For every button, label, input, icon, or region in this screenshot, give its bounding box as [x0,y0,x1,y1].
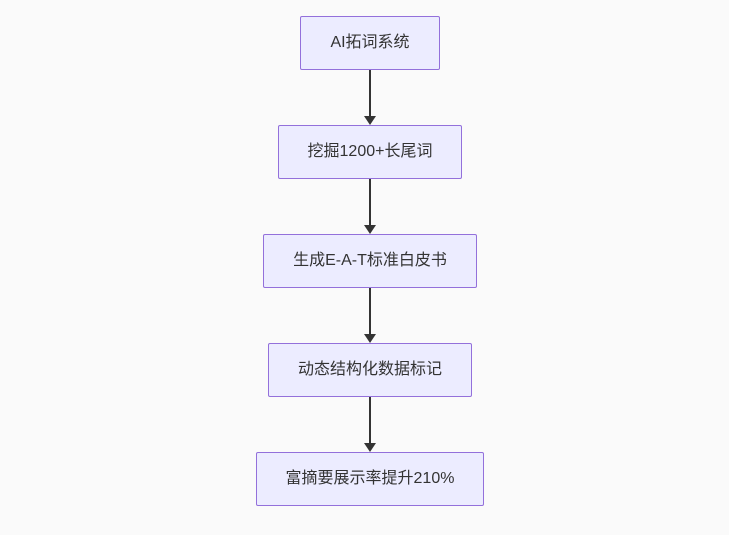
flowchart: AI拓词系统 挖掘1200+长尾词 生成E-A-T标准白皮书 动态结构化数据标记 [11,0,729,506]
flow-node-longtail-mining: 挖掘1200+长尾词 [277,125,463,179]
flow-node-ai-word-expansion: AI拓词系统 [300,16,440,70]
arrow-down-icon [364,397,376,452]
flow-node-rich-snippet-uplift: 富摘要展示率提升210% [255,452,485,506]
arrow-down-icon [364,288,376,343]
flow-node-label: AI拓词系统 [330,34,410,51]
arrow-down-icon [364,179,376,234]
arrow-line [369,397,371,443]
flow-node-label: 动态结构化数据标记 [297,361,442,378]
arrowhead-icon [364,443,376,452]
flow-node-label: 富摘要展示率提升210% [285,470,455,487]
arrow-line [369,70,371,116]
flow-node-structured-data-markup: 动态结构化数据标记 [267,343,472,397]
flow-node-label: 挖掘1200+长尾词 [307,143,433,160]
arrowhead-icon [364,116,376,125]
flow-node-eat-whitepaper: 生成E-A-T标准白皮书 [263,234,477,288]
flow-node-label: 生成E-A-T标准白皮书 [293,252,447,269]
arrow-down-icon [364,70,376,125]
arrow-line [369,288,371,334]
arrowhead-icon [364,334,376,343]
arrowhead-icon [364,225,376,234]
arrow-line [369,179,371,225]
